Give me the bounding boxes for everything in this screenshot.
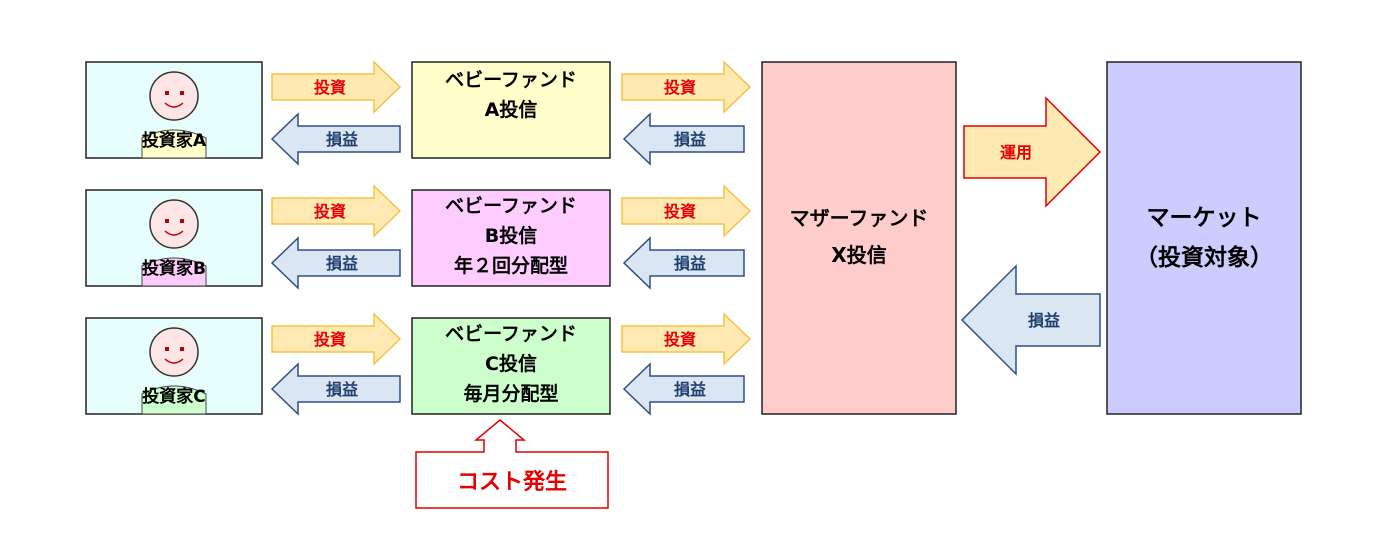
pnl-arrow-left: 損益 [270, 362, 401, 416]
svg-text:ベビーファンド: ベビーファンド [445, 195, 577, 217]
invest-arrow-right: 投資 [621, 184, 752, 238]
svg-text:損益: 損益 [326, 380, 358, 399]
investor-label-c: 投資家C [142, 386, 205, 407]
market-box: マーケット （投資対象） [1106, 61, 1302, 415]
svg-text:マーケット: マーケット [1147, 205, 1262, 231]
svg-text:損益: 損益 [326, 130, 358, 149]
baby-fund-box-b: ベビーファンド B投信 年２回分配型 [411, 189, 611, 287]
svg-text:マザーファンド: マザーファンド [790, 206, 929, 230]
svg-text:損益: 損益 [674, 130, 706, 149]
invest-arrow-right: 投資 [621, 60, 752, 114]
cost-callout-label: コスト発生 [457, 470, 567, 495]
invest-arrow-right: 投資 [271, 60, 402, 114]
person-icon [141, 199, 207, 287]
svg-text:X投信: X投信 [831, 243, 886, 267]
svg-text:投資: 投資 [314, 78, 346, 97]
svg-text:ベビーファンド: ベビーファンド [445, 323, 577, 345]
person-icon [141, 71, 207, 159]
mother-fund-box: マザーファンド X投信 [761, 61, 957, 415]
pnl-arrow-left: 損益 [622, 112, 745, 166]
svg-text:C投信: C投信 [485, 352, 537, 375]
invest-arrow-right: 投資 [271, 184, 402, 238]
svg-text:ベビーファンド: ベビーファンド [445, 69, 577, 91]
invest-arrow-right: 投資 [271, 312, 402, 366]
pnl-arrow-left: 損益 [622, 236, 745, 290]
svg-text:投資: 投資 [664, 330, 696, 349]
pnl-arrow-left: 損益 [622, 362, 745, 416]
svg-text:年２回分配型: 年２回分配型 [454, 254, 568, 277]
svg-text:B投信: B投信 [485, 224, 537, 247]
pnl-arrow-left: 損益 [270, 236, 401, 290]
investor-label-a: 投資家A [142, 130, 207, 151]
baby-fund-box-c: ベビーファンド C投信 毎月分配型 [411, 317, 611, 415]
svg-text:（投資対象）: （投資対象） [1135, 244, 1273, 271]
svg-text:損益: 損益 [674, 380, 706, 399]
svg-text:投資: 投資 [664, 202, 696, 221]
svg-text:運用: 運用 [1000, 143, 1032, 162]
investor-label-b: 投資家B [142, 258, 206, 279]
operate-arrow-right: 運用 [963, 96, 1102, 208]
baby-fund-box-a: ベビーファンド A投信 [411, 61, 611, 159]
investor-box-b: 投資家B [85, 189, 263, 287]
invest-arrow-right: 投資 [621, 312, 752, 366]
svg-text:投資: 投資 [314, 202, 346, 221]
cost-callout: コスト発生 [415, 419, 609, 509]
svg-text:毎月分配型: 毎月分配型 [463, 382, 558, 405]
svg-text:損益: 損益 [1028, 311, 1060, 330]
person-icon [141, 327, 207, 415]
investor-box-a: 投資家A [85, 61, 263, 159]
pnl-arrow-left: 損益 [270, 112, 401, 166]
svg-text:投資: 投資 [664, 78, 696, 97]
svg-text:A投信: A投信 [485, 98, 538, 121]
market-pnl-arrow-left: 損益 [960, 264, 1101, 376]
investor-box-c: 投資家C [85, 317, 263, 415]
svg-text:損益: 損益 [326, 254, 358, 273]
svg-text:投資: 投資 [314, 330, 346, 349]
svg-text:損益: 損益 [674, 254, 706, 273]
